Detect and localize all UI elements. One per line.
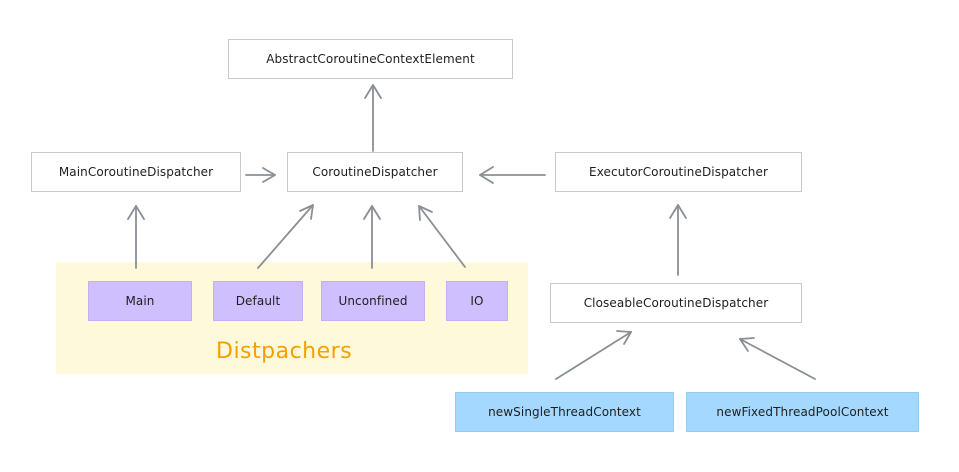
node-new-fixed-thread-pool-context: newFixedThreadPoolContext [686,392,919,432]
arrow-mainitem-to-main-dispatcher [127,205,145,269]
arrow-main-to-dispatcher [245,167,276,183]
dispatchers-group-label: Distpachers [216,339,353,364]
node-io: IO [446,281,508,321]
arrow-dispatcher-to-abstract [364,84,382,152]
node-coroutine-dispatcher: CoroutineDispatcher [287,152,463,192]
node-main: Main [88,281,192,321]
arrow-fixed-to-closeable [739,337,816,380]
node-executor-coroutine-dispatcher: ExecutorCoroutineDispatcher [555,152,802,192]
node-abstract-coroutine-context-element: AbstractCoroutineContextElement [228,39,513,79]
arrow-executor-to-dispatcher [479,166,546,184]
node-new-single-thread-context: newSingleThreadContext [455,392,674,432]
node-unconfined: Unconfined [321,281,425,321]
arrow-single-to-closeable [555,330,632,380]
node-closeable-coroutine-dispatcher: CloseableCoroutineDispatcher [550,283,802,323]
arrow-closeable-to-executor [669,204,687,276]
arrow-default-to-dispatcher [257,204,314,269]
arrow-unconfined-to-dispatcher [363,205,381,269]
node-main-coroutine-dispatcher: MainCoroutineDispatcher [31,152,241,192]
node-default: Default [213,281,303,321]
arrow-io-to-dispatcher [418,205,466,268]
